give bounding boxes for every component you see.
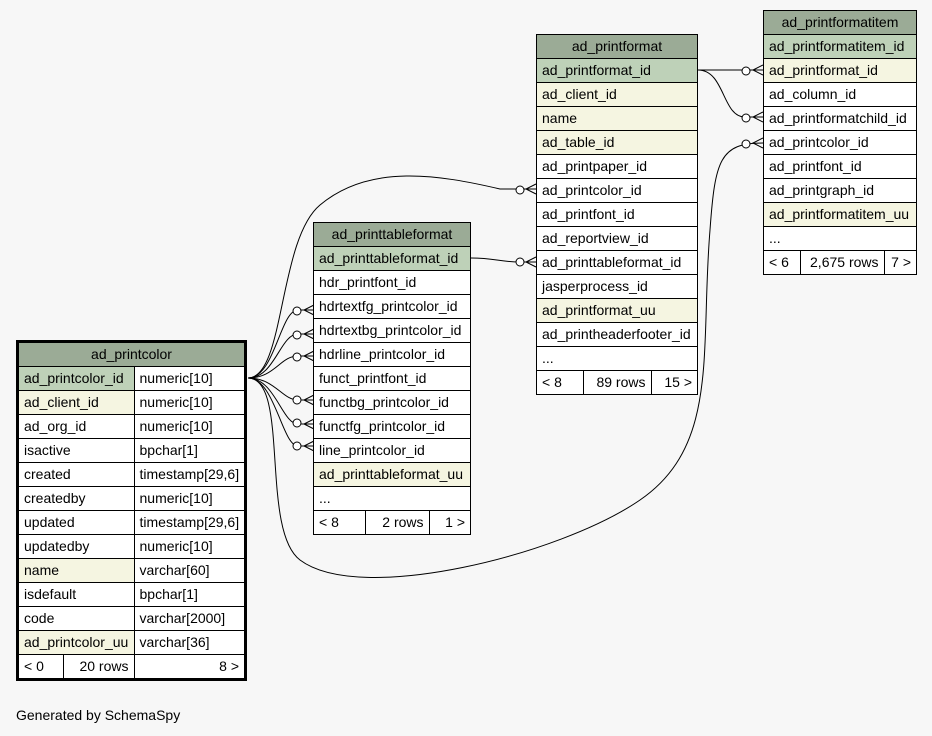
- row-count: 89 rows: [582, 370, 651, 394]
- column-name: ad_printpaper_id: [537, 154, 697, 179]
- column-type: bpchar[1]: [133, 582, 244, 607]
- column-name: ad_printfont_id: [764, 154, 916, 179]
- column-name: functbg_printcolor_id: [314, 390, 470, 415]
- column-type: numeric[10]: [133, 534, 244, 559]
- column-name: updatedby: [19, 534, 134, 559]
- column-type: timestamp[29,6]: [133, 510, 244, 535]
- column-name: ...: [542, 350, 554, 366]
- row-count: 2,675 rows: [799, 250, 884, 274]
- column-name: ad_printformatitem_id: [764, 34, 916, 59]
- column-name: ad_reportview_id: [537, 226, 697, 251]
- edge-item-child: [697, 69, 763, 118]
- column-name: hdr_printfont_id: [314, 270, 470, 295]
- edge-hdrtextfg: [247, 309, 314, 379]
- column-name: funct_printfont_id: [314, 366, 470, 391]
- column-type: numeric[10]: [133, 366, 244, 391]
- children-count[interactable]: 15 >: [650, 370, 697, 394]
- column-name: ...: [319, 490, 331, 506]
- column-name: isactive: [19, 438, 134, 463]
- parents-count[interactable]: < 8: [319, 514, 339, 530]
- row-count: 20 rows: [62, 654, 134, 678]
- column-name: functfg_printcolor_id: [314, 414, 470, 439]
- column-name: hdrtextfg_printcolor_id: [314, 294, 470, 319]
- parents-count[interactable]: < 6: [769, 254, 789, 270]
- column-name: created: [19, 462, 134, 487]
- column-name: ad_client_id: [19, 390, 134, 415]
- column-type: varchar[60]: [133, 558, 244, 583]
- column-name: jasperprocess_id: [537, 274, 697, 299]
- children-count[interactable]: 1 >: [428, 510, 470, 534]
- column-name: ad_printtableformat_id: [537, 250, 697, 275]
- column-name: isdefault: [19, 582, 134, 607]
- edge-item-color: [247, 142, 764, 578]
- table-title[interactable]: ad_printformatitem: [764, 11, 916, 35]
- table-title[interactable]: ad_printcolor: [19, 343, 244, 367]
- column-name: ad_printtableformat_id: [314, 246, 470, 271]
- column-name: createdby: [19, 486, 134, 511]
- column-name: ad_printcolor_id: [537, 178, 697, 203]
- column-name: updated: [19, 510, 134, 535]
- column-name: ad_org_id: [19, 414, 134, 439]
- edge-line: [247, 377, 314, 447]
- children-count[interactable]: 7 >: [883, 250, 916, 274]
- row-count: 2 rows: [364, 510, 429, 534]
- table-title[interactable]: ad_printformat: [537, 35, 697, 59]
- column-name: ...: [769, 230, 781, 246]
- generated-by-label: Generated by SchemaSpy: [16, 707, 181, 723]
- column-name: ad_table_id: [537, 130, 697, 155]
- column-type: numeric[10]: [133, 390, 244, 415]
- column-name: ad_printtableformat_uu: [314, 462, 470, 487]
- column-type: numeric[10]: [133, 486, 244, 511]
- column-name: ad_printformatitem_uu: [764, 202, 916, 227]
- column-type: varchar[2000]: [133, 606, 244, 631]
- column-name: ad_printformat_id: [537, 58, 697, 83]
- column-name: ad_printcolor_id: [764, 130, 916, 155]
- table-ad-printtableformat[interactable]: ad_printtableformat ad_printtableformat_…: [313, 222, 471, 535]
- column-name: ad_printheaderfooter_id: [537, 322, 697, 347]
- column-name: name: [19, 558, 134, 583]
- column-type: numeric[10]: [133, 414, 244, 439]
- table-title[interactable]: ad_printtableformat: [314, 223, 470, 247]
- column-type: timestamp[29,6]: [133, 462, 244, 487]
- parents-count[interactable]: < 8: [542, 374, 562, 390]
- column-name: ad_printgraph_id: [764, 178, 916, 203]
- column-name: hdrtextbg_printcolor_id: [314, 318, 470, 343]
- column-name: ad_printfont_id: [537, 202, 697, 227]
- column-name: ad_printcolor_uu: [19, 630, 134, 654]
- column-name: code: [19, 606, 134, 631]
- column-name: ad_printformat_uu: [537, 298, 697, 323]
- parents-count[interactable]: < 0: [24, 658, 44, 674]
- column-name: ad_column_id: [764, 82, 916, 107]
- column-name: name: [537, 106, 697, 131]
- column-name: ad_printformat_id: [764, 58, 916, 83]
- column-type: varchar[36]: [133, 630, 244, 654]
- column-type: bpchar[1]: [133, 438, 244, 463]
- column-name: ad_client_id: [537, 82, 697, 107]
- children-count[interactable]: 8 >: [133, 654, 244, 678]
- column-name: ad_printcolor_id: [19, 366, 134, 391]
- column-name: line_printcolor_id: [314, 438, 470, 463]
- table-ad-printformat[interactable]: ad_printformat ad_printformat_id ad_clie…: [536, 34, 698, 395]
- table-ad-printformatitem[interactable]: ad_printformatitem ad_printformatitem_id…: [763, 10, 917, 275]
- column-name: ad_printformatchild_id: [764, 106, 916, 131]
- column-name: hdrline_printcolor_id: [314, 342, 470, 367]
- edge-printformat-color: [247, 175, 536, 379]
- edge-functfg: [247, 377, 314, 425]
